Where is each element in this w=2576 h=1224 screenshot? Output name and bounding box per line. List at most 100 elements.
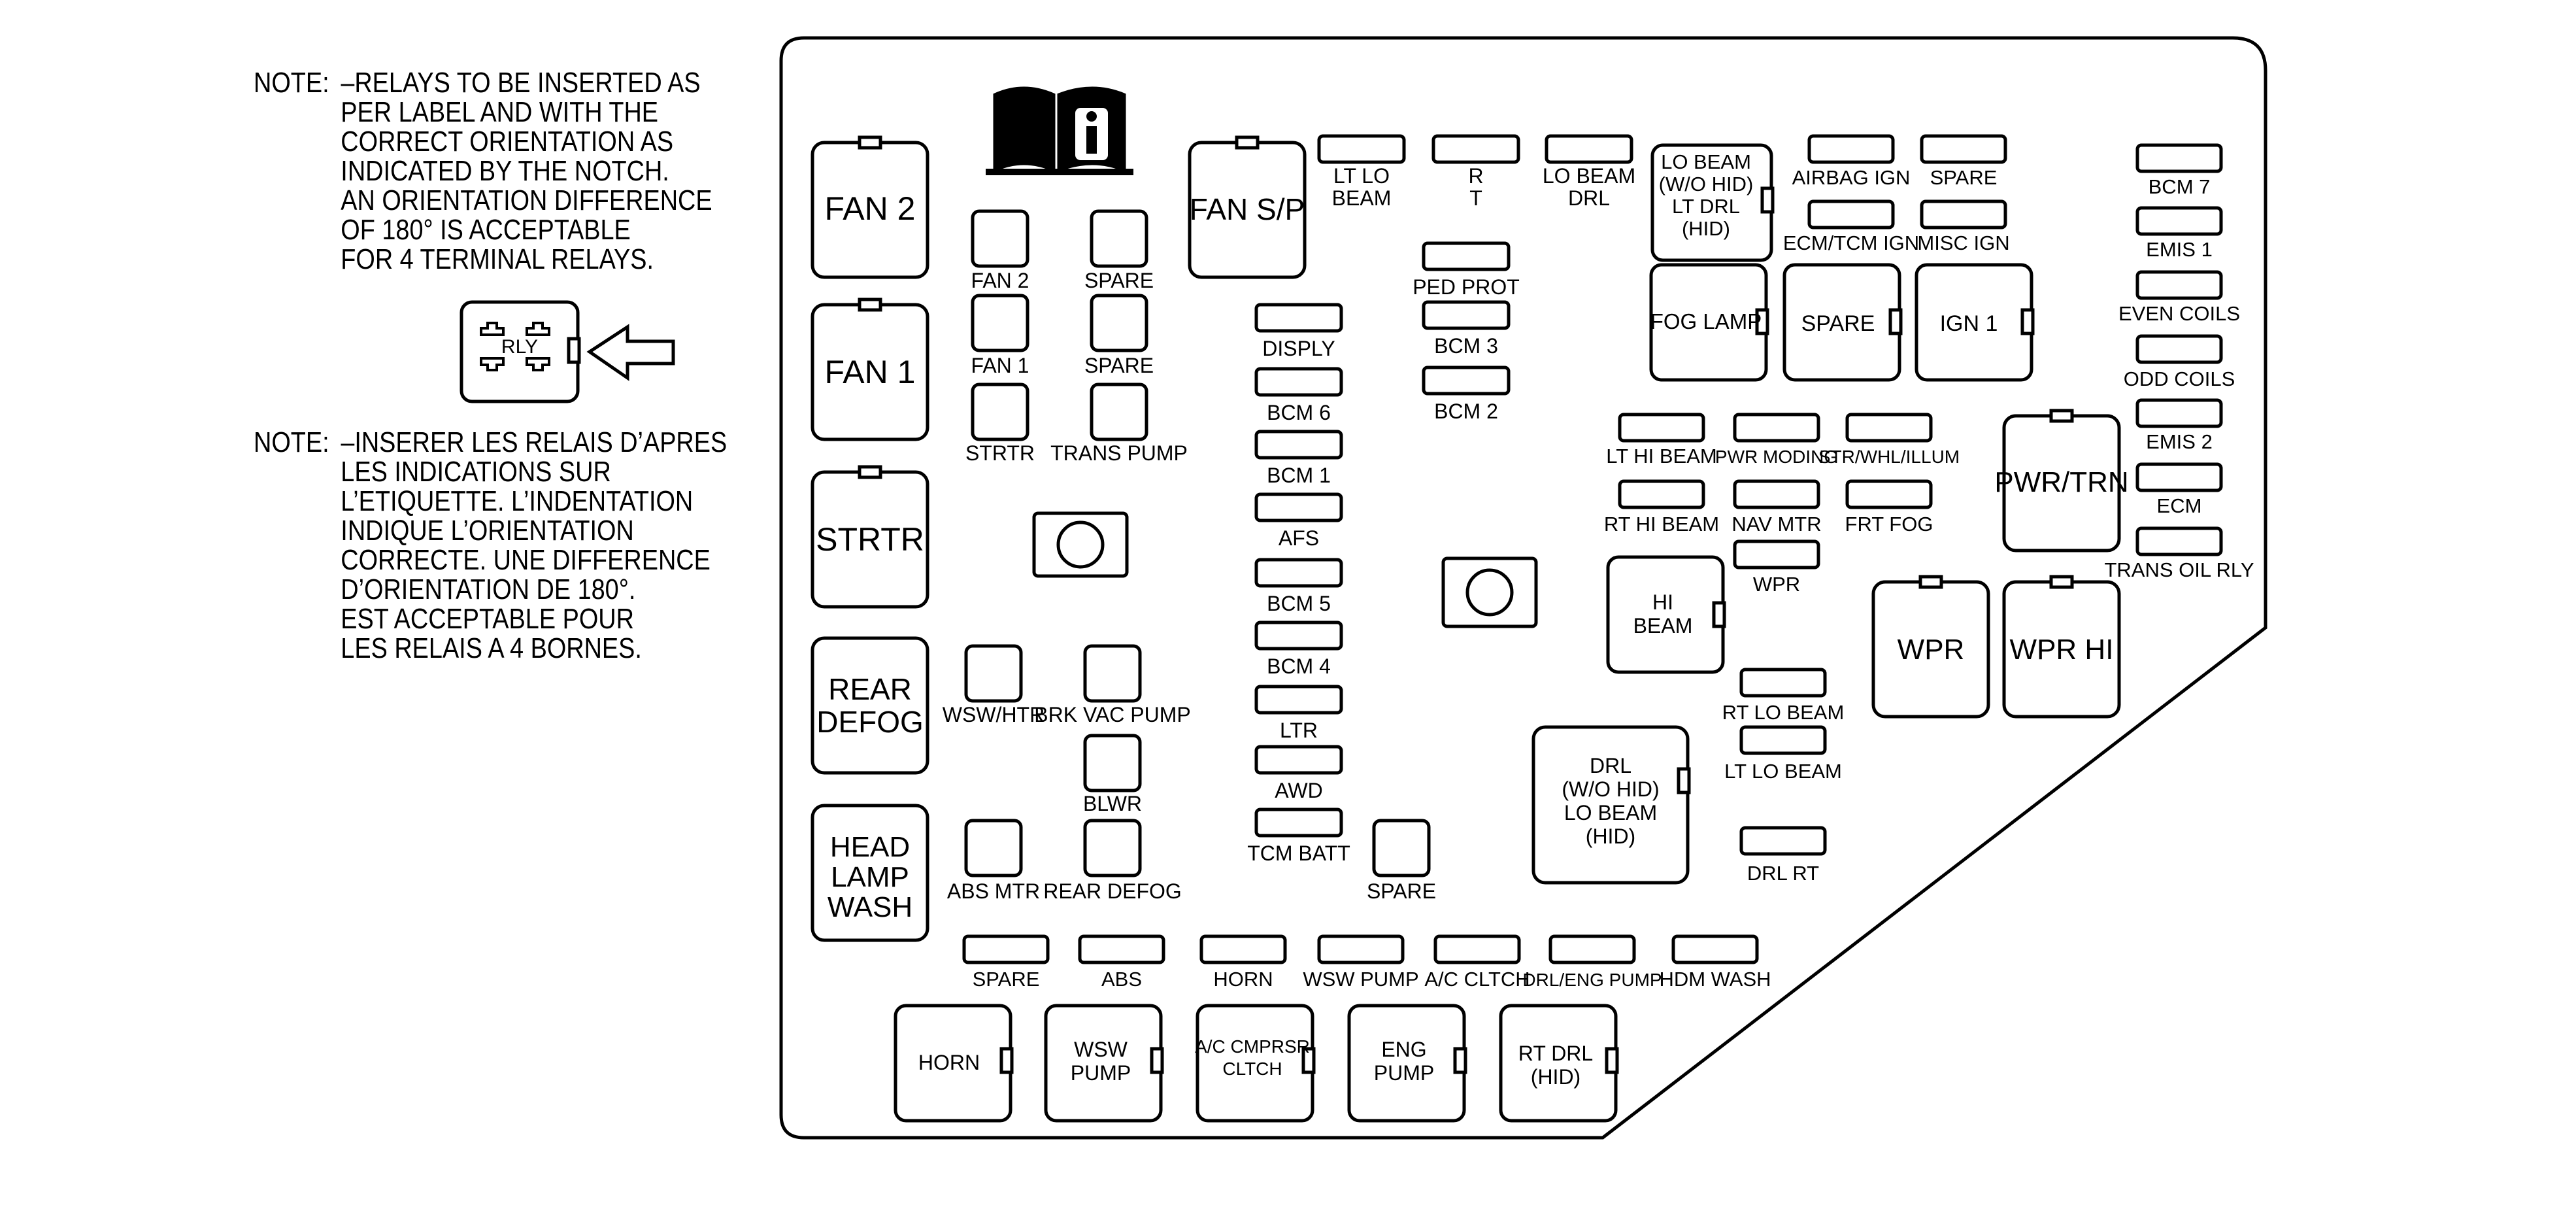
fuse-airbag-ign: AIRBAG IGN (1792, 134, 1911, 189)
relay-horn: HORN (894, 1004, 1014, 1123)
owner-manual-icon (986, 86, 1133, 175)
fuse-lt-lo-beam: LT LO BEAM (1724, 725, 1842, 783)
note-english-text: –RELAYS TO BE INSERTED AS PER LABEL AND … (341, 68, 712, 274)
mini-relay-fan-2: FAN 2 (971, 209, 1029, 292)
fuse-ecm-tcm-ign: ECM/TCM IGN (1783, 199, 1919, 254)
fuse-even-coils: EVEN COILS (2118, 270, 2240, 325)
fuse-disply-label: DISPLY (1262, 337, 1335, 360)
fuse-spare: SPARE (1920, 134, 2007, 189)
mini-relay-wsw-htr: WSW/HTR (943, 644, 1045, 726)
fuse-abs: ABS (1078, 934, 1165, 991)
fuse-airbag-ign-label: AIRBAG IGN (1792, 166, 1911, 189)
relay-strtr: STRTR (811, 465, 929, 609)
fuse-lt-lo-beam: LT LO BEAM (1317, 134, 1406, 210)
fuse-odd-coils: ODD COILS (2124, 334, 2235, 390)
relay-ac-cmprsr-cltch: A/C CMPRSR CLTCH (1195, 1004, 1316, 1123)
fuse-rt-lo-beam-label: R (1468, 164, 1483, 188)
mini-relay-spare: SPARE (1367, 819, 1436, 903)
fuse-drl-eng-pump: DRL/ENG PUMP (1522, 934, 1662, 990)
mini-relay-brk-vac-pump-label: BRK VAC PUMP (1034, 703, 1190, 726)
relay-head-lamp-wash-label: HEAD (830, 831, 910, 863)
note-french-line: LES INDICATIONS SUR (341, 456, 611, 488)
relay-fan-1-label: FAN 1 (825, 354, 916, 390)
note-english-line: PER LABEL AND WITH THE (341, 96, 659, 128)
relay-wpr-label: WPR (1898, 634, 1965, 666)
note-french-line: EST ACCEPTABLE POUR (341, 603, 634, 635)
relay-fan-sp-label: FAN S/P (1190, 192, 1305, 226)
relay-pwr-trn: PWR/TRN (1994, 409, 2129, 552)
mini-relay-spare: SPARE (1084, 209, 1154, 292)
fuse-bcm-5-label: BCM 5 (1267, 592, 1331, 615)
fuse-hdm-wash: HDM WASH (1659, 934, 1771, 991)
fuse-wsw-pump-label: WSW PUMP (1303, 968, 1418, 991)
relay-hi-beam-label: HI (1652, 590, 1673, 614)
relay-head-lamp-wash-label: LAMP (831, 861, 909, 893)
mounting-hole-circle (1056, 520, 1105, 569)
mounting-hole-circle (1465, 568, 1514, 617)
note-french-line: –INSERER LES RELAIS D’APRES (341, 426, 728, 458)
fuse-bcm-7: BCM 7 (2135, 143, 2223, 198)
note-english-line: CORRECT ORIENTATION AS (341, 126, 674, 158)
relay-rear-defog-label: DEFOG (816, 705, 924, 739)
mini-relay-abs-mtr-label: ABS MTR (947, 879, 1040, 903)
relay-ign-1-label: IGN 1 (1940, 311, 1998, 336)
note-french-line: CORRECTE. UNE DIFFERENCE (341, 544, 711, 576)
mini-relay-fan-2-label: FAN 2 (971, 269, 1029, 292)
fuse-even-coils-label: EVEN COILS (2118, 302, 2240, 325)
fuse-bcm-2-label: BCM 2 (1434, 400, 1498, 423)
fuse-bcm-1: BCM 1 (1254, 430, 1343, 487)
relay-hi-beam-label: BEAM (1633, 614, 1693, 638)
relay-wsw-pump: WSW PUMP (1044, 1004, 1164, 1123)
fuse-bcm-7-label: BCM 7 (2149, 175, 2211, 198)
fuse-wsw-pump: WSW PUMP (1303, 934, 1419, 991)
fuse-rt-lo-beam-label: T (1469, 186, 1482, 210)
fuse-lt-hi-beam-label: LT HI BEAM (1606, 445, 1716, 468)
fuse-pwr-moding-label: PWR MODING (1715, 447, 1838, 467)
fuse-bcm-3-label: BCM 3 (1434, 334, 1498, 358)
note-french-label: NOTE: (254, 426, 329, 458)
fuse-bcm-4-label: BCM 4 (1267, 654, 1331, 678)
note-english-label: NOTE: (254, 67, 329, 99)
fuse-odd-coils-label: ODD COILS (2124, 367, 2235, 390)
note-english-line: OF 180° IS ACCEPTABLE (341, 214, 631, 246)
relay-head-lamp-wash-label: WASH (828, 891, 912, 923)
relay-hi-beam: HI BEAM (1606, 555, 1726, 674)
fuse-rt-lo-beam: RT LO BEAM (1722, 668, 1844, 724)
relay-ac-cmprsr-cltch-label: A/C CMPRSR (1195, 1036, 1310, 1057)
mini-relay-spare-label: SPARE (1084, 269, 1154, 292)
relay-drl-label: DRL (1590, 754, 1631, 777)
fuse-lo-beam-drl: LO BEAM DRL (1543, 134, 1635, 210)
fuse-wpr: WPR (1733, 539, 1820, 596)
relay-horn-label: HORN (918, 1051, 980, 1074)
relay-wsw-pump-label: PUMP (1071, 1061, 1131, 1085)
fuse-str-whl-illum: STR/WHL/ILLUM (1818, 413, 1960, 467)
note-english-line: FOR 4 TERMINAL RELAYS. (341, 243, 654, 275)
relay-drl-label: (HID) (1586, 824, 1635, 848)
fuse-emis-1-label: EMIS 1 (2146, 238, 2213, 261)
fuse-bcm-6-label: BCM 6 (1267, 401, 1331, 424)
mini-relay-brk-vac-pump: BRK VAC PUMP (1034, 644, 1191, 726)
relay-rt-drl-label: RT DRL (1518, 1042, 1593, 1065)
note-french-line: L’ETIQUETTE. L’INDENTATION (341, 485, 694, 517)
mini-relay-blwr: BLWR (1083, 734, 1142, 815)
relay-rt-drl-label: (HID) (1531, 1065, 1581, 1089)
fuse-awd: AWD (1254, 745, 1343, 802)
fuse-afs: AFS (1254, 492, 1343, 550)
note-english-line: INDICATED BY THE NOTCH. (341, 155, 669, 187)
mini-relay-spare-label: SPARE (1084, 354, 1154, 377)
note-french-text: –INSERER LES RELAIS D’APRES LES INDICATI… (341, 428, 727, 663)
mini-relay-fan-1: FAN 1 (971, 294, 1029, 377)
relay-wpr-hi: WPR HI (2002, 575, 2121, 719)
fuse-frt-fog: FRT FOG (1845, 479, 1933, 536)
relay-rear-defog: REAR DEFOG (811, 636, 929, 775)
fuse-tcm-batt: TCM BATT (1247, 808, 1350, 865)
mini-relay-abs-mtr: ABS MTR (947, 819, 1040, 903)
mini-relay-strtr: STRTR (965, 382, 1035, 465)
fuse-lt-hi-beam: LT HI BEAM (1606, 413, 1717, 468)
mounting-hole (1441, 556, 1538, 628)
legend-relay-label: RLY (501, 336, 538, 358)
note-french-line: D’ORIENTATION DE 180°. (341, 573, 636, 605)
fuse-ac-cltch-label: A/C CLTCH (1424, 968, 1530, 991)
fuse-bcm-5: BCM 5 (1254, 558, 1343, 615)
